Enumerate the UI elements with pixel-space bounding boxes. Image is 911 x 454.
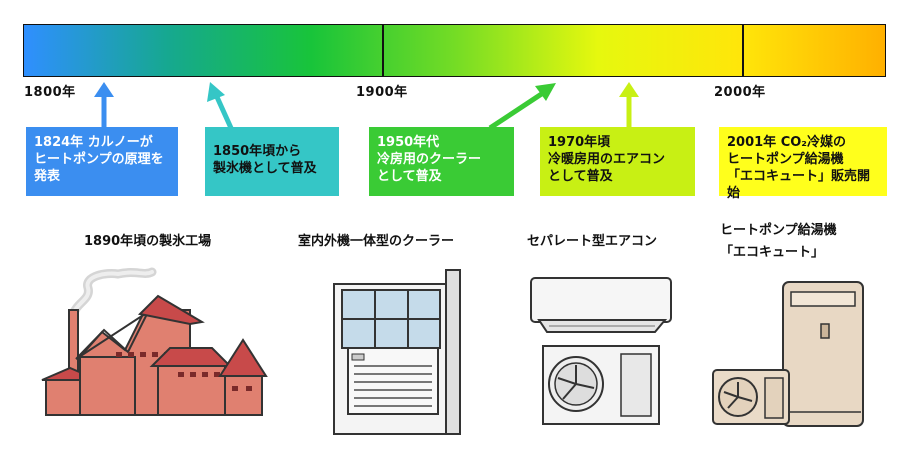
year-label-1800: 1800年 — [24, 85, 76, 100]
timeline-bar — [23, 24, 886, 77]
arrow-1850 — [207, 82, 234, 130]
event-box-2001: 2001年 CO₂冷媒の ヒートポンプ給湯機 「エコキュート」販売開始 — [719, 127, 887, 201]
factory-icon — [41, 267, 268, 416]
era-divider-2000 — [742, 25, 744, 76]
split-air-conditioner-icon — [530, 277, 672, 425]
event-box-1824: 1824年 カルノーが ヒートポンプの原理を 発表 — [26, 127, 178, 196]
caption-split-aircon: セパレート型エアコン — [527, 234, 658, 249]
event-box-1850: 1850年頃から 製氷機として普及 — [205, 127, 339, 196]
caption-window-cooler: 室内外機一体型のクーラー — [298, 234, 455, 249]
arrow-1970 — [619, 82, 639, 128]
year-label-2000: 2000年 — [714, 85, 766, 100]
heat-pump-water-heater-icon — [712, 281, 864, 427]
era-divider-1900 — [382, 25, 384, 76]
caption-ice-factory: 1890年頃の製氷工場 — [84, 234, 212, 249]
event-box-1950: 1950年代 冷房用のクーラー として普及 — [369, 127, 514, 196]
window-air-conditioner-icon — [333, 269, 461, 435]
year-label-1900: 1900年 — [356, 85, 408, 100]
caption-eco-cute: ヒートポンプ給湯機 「エコキュート」 — [720, 223, 837, 260]
arrow-1950 — [488, 83, 556, 131]
arrow-1824 — [94, 82, 114, 128]
event-box-1970: 1970年頃 冷暖房用のエアコン として普及 — [540, 127, 695, 196]
